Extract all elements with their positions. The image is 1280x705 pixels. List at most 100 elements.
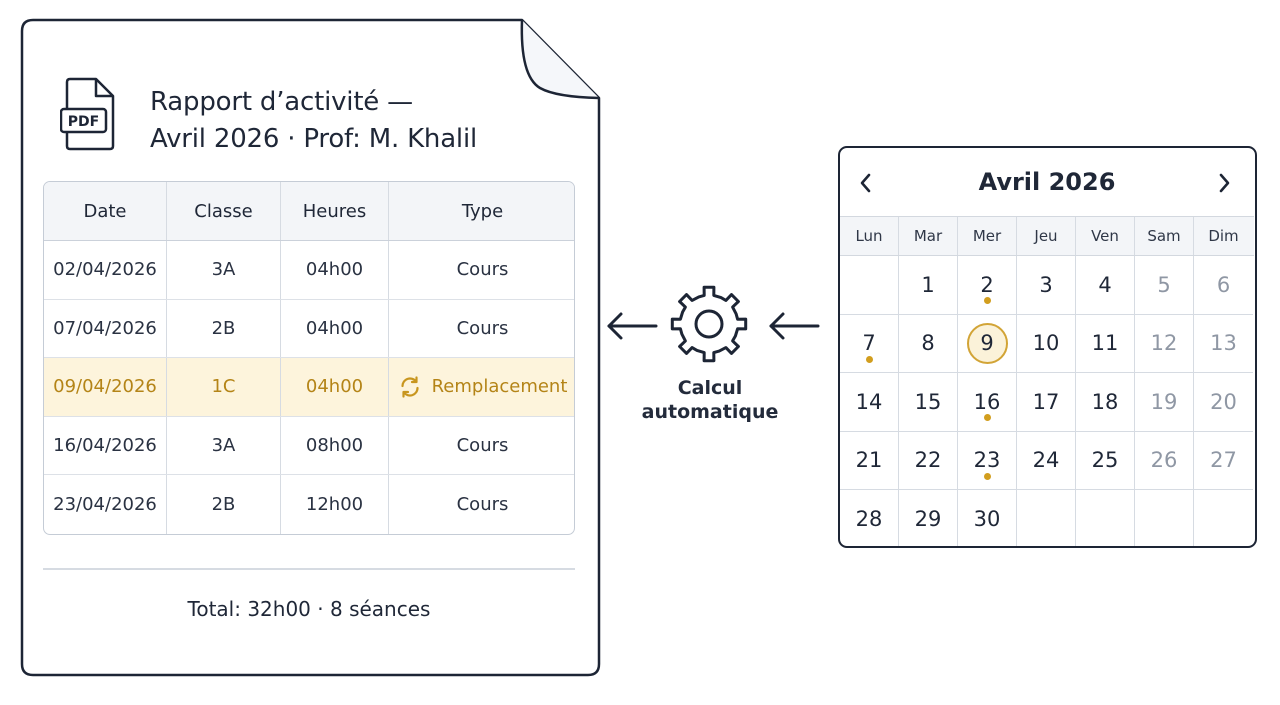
arrow-left [607,312,658,340]
calendar-day[interactable]: 7 [840,314,899,373]
cell-classe-text: 1C [211,376,236,398]
cell-type-text: Remplacement [431,376,568,398]
calendar-day[interactable]: 1 [899,256,958,315]
weekday-label: Lun [840,217,899,255]
process-label-line-1: Calcul [677,377,743,399]
calendar-day[interactable]: 25 [1076,431,1135,490]
cell-heures: 04h00 [281,358,389,416]
refresh-icon [398,375,422,399]
calendar-day-number: 17 [1032,389,1060,414]
table-header-row: Date Classe Heures Type [44,182,574,241]
header-type: Type [461,200,504,222]
calendar-day-number: 11 [1091,331,1119,356]
session-marker-dot [866,355,873,363]
selected-day-ring [967,322,1008,364]
gear-icon [670,285,748,363]
calendar-day[interactable]: 24 [1017,431,1076,490]
table-row-highlighted: 09/04/2026 1C 04h00 Remplacement [44,358,574,417]
calendar-day[interactable]: 26 [1135,431,1194,490]
calendar-day[interactable]: 21 [840,431,899,490]
cell-type: Cours [389,475,574,534]
cell-heures: 04h00 [281,299,389,357]
session-marker-dot [984,472,991,480]
calendar-day[interactable]: 13 [1194,315,1253,373]
calendar-day-number: 26 [1150,448,1178,473]
calendar-day-number: 21 [855,448,883,473]
header-heures: Heures [281,182,389,240]
calendar-day-number: 30 [973,507,1001,532]
calendar-day[interactable]: 8 [899,314,958,373]
calendar-day[interactable]: 15 [899,373,958,432]
calendar-day[interactable]: 29 [899,490,958,546]
calendar-empty-cell [1194,490,1253,546]
cell-heures: 04h00 [281,241,389,299]
calendar-day[interactable]: 6 [1194,256,1253,315]
calendar-empty-cell [1135,490,1194,546]
calendar-day[interactable]: 3 [1017,256,1076,315]
calendar-day[interactable]: 19 [1135,373,1194,432]
cell-classe-text: 2B [211,317,236,339]
cell-date-text: 09/04/2026 [53,376,157,398]
calendar-empty-cell [1017,490,1076,546]
cell-classe-text: 2B [211,493,236,515]
calendar-day[interactable]: 27 [1194,432,1253,490]
cell-date: 16/04/2026 [44,416,167,474]
calendar-day[interactable]: 18 [1076,373,1135,432]
calendar-day-number: 4 [1098,272,1112,297]
header-classe: Classe [167,182,281,240]
calendar-day-number: 29 [914,507,942,532]
cell-date: 09/04/2026 [44,358,167,416]
calendar-day[interactable]: 9 [958,314,1017,373]
calendar-day-number: 2 [980,272,994,297]
cell-heures-text: 04h00 [305,376,364,398]
calendar-day-number: 24 [1032,448,1060,473]
calendar-day[interactable]: 14 [840,373,899,432]
cell-classe: 3A [167,416,281,474]
chevron-right-icon[interactable] [1216,172,1232,194]
header-date: Date [44,182,167,240]
calendar-month-title: Avril 2026 [978,168,1116,196]
weekday-label: Jeu [1017,217,1076,255]
document-title-line-1: Rapport d’activité — [150,87,413,117]
calendar-day[interactable]: 30 [958,490,1017,546]
calendar-day[interactable]: 23 [958,431,1017,490]
gear-outline [670,285,748,363]
calendar-day[interactable]: 2 [958,256,1017,315]
calendar-day-number: 7 [862,331,876,356]
calendar-day[interactable]: 22 [899,431,958,490]
calendar-day-number: 1 [921,272,935,297]
cell-date: 07/04/2026 [44,299,167,357]
weekday-label: Dim [1208,227,1239,245]
calendar-day[interactable]: 4 [1076,256,1135,315]
pdf-file-icon: PDF [60,77,115,151]
calendar-day[interactable]: 10 [1017,314,1076,373]
cell-type: Cours [389,417,574,475]
chevron-left-icon[interactable] [858,172,874,194]
calendar-day-number: 6 [1216,272,1231,297]
document-title: Rapport d’activité — Avril 2026 · Prof: … [150,84,477,158]
calendar-day-number: 22 [914,448,942,473]
calendar-day-number: 23 [973,448,1001,473]
cell-heures-text: 04h00 [305,259,364,281]
cell-date-text: 16/04/2026 [53,434,157,456]
calendar-day[interactable]: 20 [1194,373,1253,432]
calendar-day[interactable]: 16 [958,373,1017,432]
calendar-day[interactable]: 11 [1076,314,1135,373]
calendar-day[interactable]: 5 [1135,256,1194,315]
cell-classe: 2B [167,475,281,534]
calendar-day[interactable]: 12 [1135,314,1194,373]
calendar-day-number: 28 [855,507,883,532]
calendar-day-number: 19 [1150,389,1178,414]
calendar-day[interactable]: 28 [840,490,899,546]
activity-table: Date Classe Heures Type 02/04/2026 3A 04h0… [43,181,575,535]
cell-classe-text: 3A [211,434,236,456]
cell-date-text: 02/04/2026 [53,259,157,281]
cell-heures-text: 04h00 [305,317,364,339]
calendar-day[interactable]: 17 [1017,373,1076,432]
process-label-line-2: automatique [641,401,779,423]
